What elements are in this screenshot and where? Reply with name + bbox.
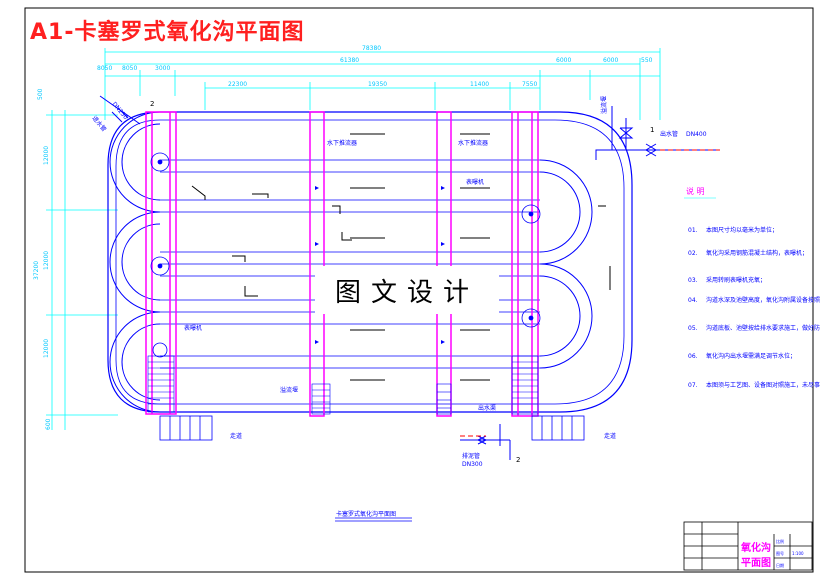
note-2-text: 氧化沟采用钢筋混凝土结构，表曝机； <box>706 249 808 257</box>
sheet-frame <box>24 7 814 573</box>
title-block-text: 氧化沟 平面图 比例 图号 日期 1:100 <box>740 538 804 569</box>
label-weir-bottom: 溢流堰 <box>280 386 298 394</box>
label-section-2-bottom: 2 <box>516 456 520 464</box>
dim-left-y: 500 <box>37 88 44 100</box>
dim-right-c: 550 <box>641 57 653 64</box>
notes-block: 说 明 01. 本图尺寸均以毫米为单位； 02. 氧化沟采用钢筋混凝土结构，表曝… <box>686 186 820 389</box>
walkway-platforms <box>159 415 585 441</box>
note-7-num: 07. <box>688 382 698 389</box>
right-loops <box>539 159 593 369</box>
dim-seg2: 19350 <box>368 81 387 88</box>
dim-overall: 78380 <box>362 45 381 52</box>
note-1-text: 本图尺寸均以毫米为单位； <box>706 226 778 234</box>
ditch-outline-inner <box>115 119 625 405</box>
label-outlet-pipe: 出水管 <box>660 130 678 138</box>
note-4-num: 04. <box>688 297 698 304</box>
label-aerator-2: 表曝机 <box>184 324 202 332</box>
top-dimensions <box>104 48 661 120</box>
dim-inner: 61380 <box>340 57 359 64</box>
sludge-pipe <box>460 424 511 460</box>
label-aerator-1: 表曝机 <box>466 178 484 186</box>
title-block-name-1: 氧化沟 <box>740 541 771 554</box>
title-block-name-2: 平面图 <box>741 557 771 569</box>
inlet-pipe <box>99 95 141 125</box>
note-7-text: 本图须与工艺图、设备图对照施工，未尽事宜按国家规范执行。 <box>706 381 820 389</box>
label-outlet-dn: DN400 <box>686 131 707 138</box>
title-block-cell-2: 图号 <box>776 550 784 556</box>
label-sludge-dn: DN300 <box>462 461 483 468</box>
aerator-symbols <box>150 152 541 358</box>
channel-lines <box>160 159 540 369</box>
drawing-title: A1-卡塞罗式氧化沟平面图 <box>30 20 305 45</box>
stairs <box>147 355 539 415</box>
note-5-num: 05. <box>688 325 698 332</box>
dim-vert-bottom: 600 <box>45 418 52 430</box>
dim-seg4: 7550 <box>522 81 537 88</box>
dim-vert-3: 12000 <box>43 339 50 358</box>
label-sludge-pipe: 排泥管 <box>462 452 480 460</box>
left-dimensions <box>46 110 118 430</box>
title-block-cell-3: 日期 <box>776 562 784 568</box>
label-submerged-2: 水下推流器 <box>458 139 488 147</box>
ditch-outline-outer <box>107 111 633 413</box>
label-section-1: 1 <box>650 126 654 134</box>
notes-heading: 说 明 <box>686 186 705 196</box>
label-overflow: 溢流堰 <box>600 96 608 114</box>
drawing-caption: 卡塞罗式氧化沟平面图 <box>336 510 396 518</box>
label-submerged-1: 水下推流器 <box>327 139 357 147</box>
note-1-num: 01. <box>688 227 698 234</box>
dim-vert-total: 37200 <box>33 261 40 280</box>
dimension-texts: 78380 61380 8050 8050 3000 22300 19350 1… <box>33 45 653 430</box>
label-walkway-left: 走道 <box>230 432 242 440</box>
label-outlet-channel: 出水渠 <box>478 404 496 412</box>
title-block-cell-4: 1:100 <box>792 551 804 556</box>
dim-left-a: 8050 <box>97 65 112 72</box>
title-block <box>683 521 813 571</box>
component-labels: DN250 进水管 2 水下推流器 水下推流器 表曝机 表曝机 溢流堰 出水渠 … <box>90 96 706 518</box>
note-3-num: 03. <box>688 277 698 284</box>
dim-vert-2: 12000 <box>43 251 50 270</box>
note-6-text: 氧化沟内出水堰需满足调节水位； <box>706 352 796 360</box>
label-walkway-right: 走道 <box>604 432 616 440</box>
walkway-walls <box>145 111 539 417</box>
dim-vert-1: 12000 <box>43 146 50 165</box>
note-6-num: 06. <box>688 353 698 360</box>
note-2-num: 02. <box>688 250 698 257</box>
title-block-cell-1: 比例 <box>776 538 784 544</box>
dim-seg1: 22300 <box>228 81 247 88</box>
note-3-text: 采用转刷表曝机充氧； <box>706 276 766 284</box>
dim-right-a: 6000 <box>556 57 571 64</box>
dim-left-c: 3000 <box>155 65 170 72</box>
label-inlet-dn: DN250 <box>110 101 129 121</box>
dim-right-b: 6000 <box>603 57 618 64</box>
left-loops <box>109 111 161 413</box>
dim-left-b: 8050 <box>122 65 137 72</box>
label-inlet-pipe: 进水管 <box>90 114 108 133</box>
watermark-text: 图文设计 <box>315 266 499 314</box>
note-5-text: 沟道底板、池壁按给排水要求施工，做好防渗； <box>706 324 820 332</box>
flow-marks <box>191 133 611 381</box>
note-4-text: 沟道水深及池壁高度，氧化沟附属设备按照设备厂家要求； <box>706 296 820 304</box>
small-arrows <box>315 186 445 344</box>
dim-seg3: 11400 <box>470 81 489 88</box>
label-section-2-top: 2 <box>150 100 154 108</box>
